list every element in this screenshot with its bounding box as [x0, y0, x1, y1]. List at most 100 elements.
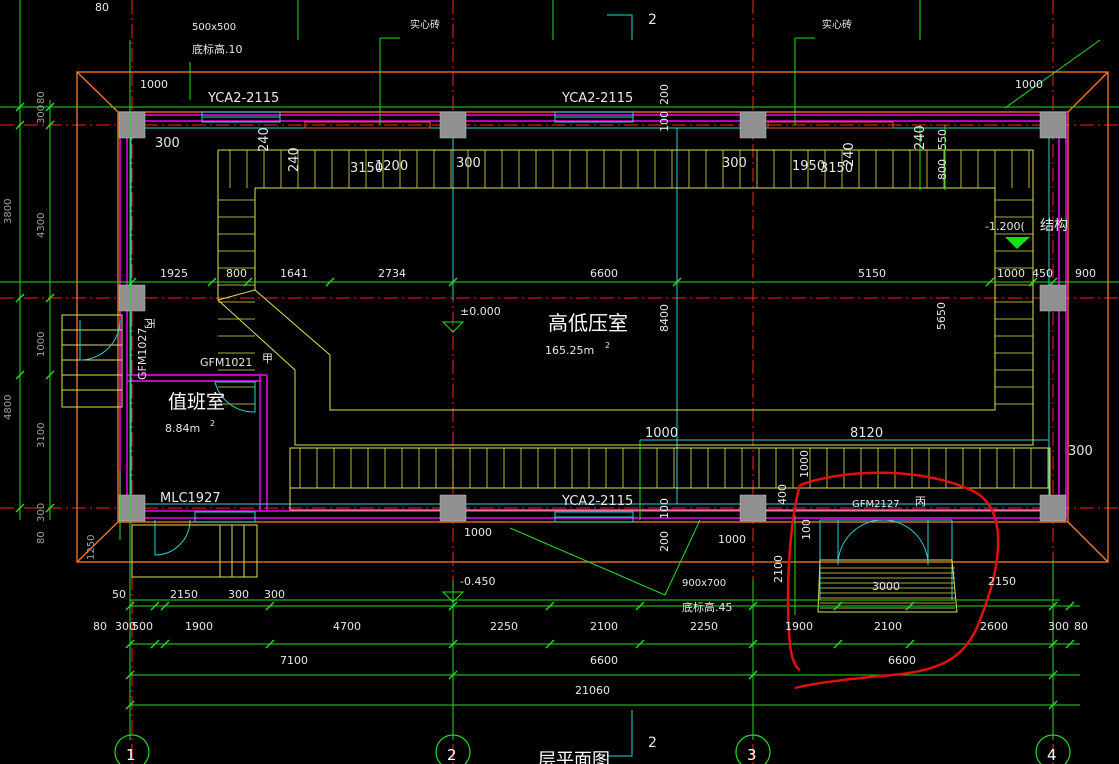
column — [1039, 494, 1067, 522]
dim-mid: 450 — [1032, 267, 1053, 280]
left-dimension-texts: 80 300 3800 4300 1000 4800 3100 300 80 1… — [3, 91, 97, 560]
dim-top: 240 — [913, 125, 928, 150]
dim-row-3: 7100 6600 6600 — [280, 654, 916, 667]
dim-tick — [1048, 277, 1058, 287]
trench-ticks — [218, 150, 1049, 488]
dim-tick — [45, 120, 55, 130]
dim-row2: 300 — [115, 620, 136, 633]
dim-row2: 500 — [132, 620, 153, 633]
column — [1039, 111, 1067, 139]
dim-top: 240 — [287, 147, 302, 172]
door-tag-big: 丙 — [915, 495, 926, 508]
dim-tick — [905, 639, 915, 649]
dim-tick — [448, 670, 458, 680]
dim-tick — [1048, 670, 1058, 680]
level-outside: -0.450 — [460, 575, 495, 588]
solid-brick-label-2: 实心砖 — [822, 18, 852, 31]
dim-left: 4800 — [3, 395, 14, 420]
top-dimension-texts: 80 1000 1000 300 240 240 3150 1200 300 3… — [95, 1, 1043, 180]
dim-mid: 1641 — [280, 267, 308, 280]
dim-tick — [127, 277, 137, 287]
dim-lower: 2100 — [772, 555, 785, 583]
dim-tick — [45, 370, 55, 380]
window-label-bottom: YCA2-2115 — [561, 494, 633, 509]
dim-mid: 800 — [226, 267, 247, 280]
dim-left: 1250 — [86, 535, 97, 560]
dim-top: 1950 — [792, 159, 825, 174]
dim-tick — [15, 370, 25, 380]
dim-mid: 1925 — [160, 267, 188, 280]
door-label-left: GFM1027 — [136, 328, 149, 380]
dim-row2: 80 — [1074, 620, 1088, 633]
walls — [119, 114, 1067, 519]
dim-top: 80 — [95, 1, 109, 14]
dim-tick — [45, 293, 55, 303]
dim-tick — [545, 639, 555, 649]
dim-tick — [448, 639, 458, 649]
room-area-duty-exp: 2 — [210, 419, 215, 428]
dim-lower: 1000 — [718, 533, 746, 546]
dim-tick — [150, 601, 160, 611]
dim-mid: 5150 — [858, 267, 886, 280]
dim-row1: 300 — [228, 588, 249, 601]
dim-mid: 2734 — [378, 267, 406, 280]
dim-tick — [1028, 277, 1038, 287]
dim-lower: 200 — [658, 531, 671, 552]
dim-top: 800 — [936, 159, 949, 180]
column — [1039, 284, 1067, 312]
dim-tick — [160, 639, 170, 649]
dim-tick — [15, 120, 25, 130]
dim-row2: 300 — [1048, 620, 1069, 633]
dim-row2: 1900 — [185, 620, 213, 633]
door-tag-left: 丙 — [143, 318, 156, 329]
dim-top: 3150 — [350, 161, 383, 176]
columns — [118, 111, 1067, 522]
dim-tick — [748, 601, 758, 611]
dim-mid: 900 — [1075, 267, 1096, 280]
dim-tick — [1065, 601, 1075, 611]
dim-left: 4300 — [36, 213, 47, 238]
column — [439, 111, 467, 139]
column — [739, 111, 767, 139]
column-size-top: 500x500 — [192, 22, 236, 33]
column — [439, 494, 467, 522]
dim-left: 1000 — [36, 332, 47, 357]
column-size-bottom: 900x700 — [682, 578, 726, 589]
cut-mark-bottom: 2 — [648, 735, 657, 751]
dim-top: 240 — [842, 142, 857, 167]
dim-mid: 1000 — [997, 267, 1025, 280]
dim-tick — [635, 639, 645, 649]
drawing-title: 层平面图 — [538, 750, 610, 764]
door-label-big: GFM2127 — [852, 499, 900, 510]
column — [118, 111, 146, 139]
dim-tick — [125, 639, 135, 649]
window-label-top-left: YCA2-2115 — [207, 91, 279, 106]
lower-dimension-texts: 1000 1000 200 100 100 1000 400 2100 3000… — [464, 450, 1016, 593]
dim-tick — [1048, 639, 1058, 649]
door-label-small: GFM1021 — [200, 356, 252, 369]
dim-tick — [265, 601, 275, 611]
dim-top: 3150 — [820, 161, 853, 176]
section-cut-marks — [607, 14, 633, 757]
dim-tick — [125, 601, 135, 611]
dim-top: 1000 — [140, 78, 168, 91]
dim-tick — [1048, 700, 1058, 710]
room-area-duty: 8.84m — [165, 422, 200, 435]
dim-tick — [243, 277, 253, 287]
mid-dimension-texts: 1925 800 1641 2734 6600 5150 1000 450 90… — [160, 267, 1096, 459]
column — [118, 494, 146, 522]
dim-tick — [672, 277, 682, 287]
stairs — [61, 314, 958, 613]
dim-left: 3100 — [36, 423, 47, 448]
dim-tick — [1048, 601, 1058, 611]
level-structure-label: 结构 — [1040, 218, 1068, 234]
dim-top: 1000 — [1015, 78, 1043, 91]
dim-total: 21060 — [575, 684, 610, 697]
dim-row3: 6600 — [888, 654, 916, 667]
dim-tick — [448, 277, 458, 287]
room-area-hv: 165.25m — [545, 344, 594, 357]
dim-tick — [207, 277, 217, 287]
dim-tick — [15, 503, 25, 513]
dim-mid: 5650 — [935, 302, 948, 330]
